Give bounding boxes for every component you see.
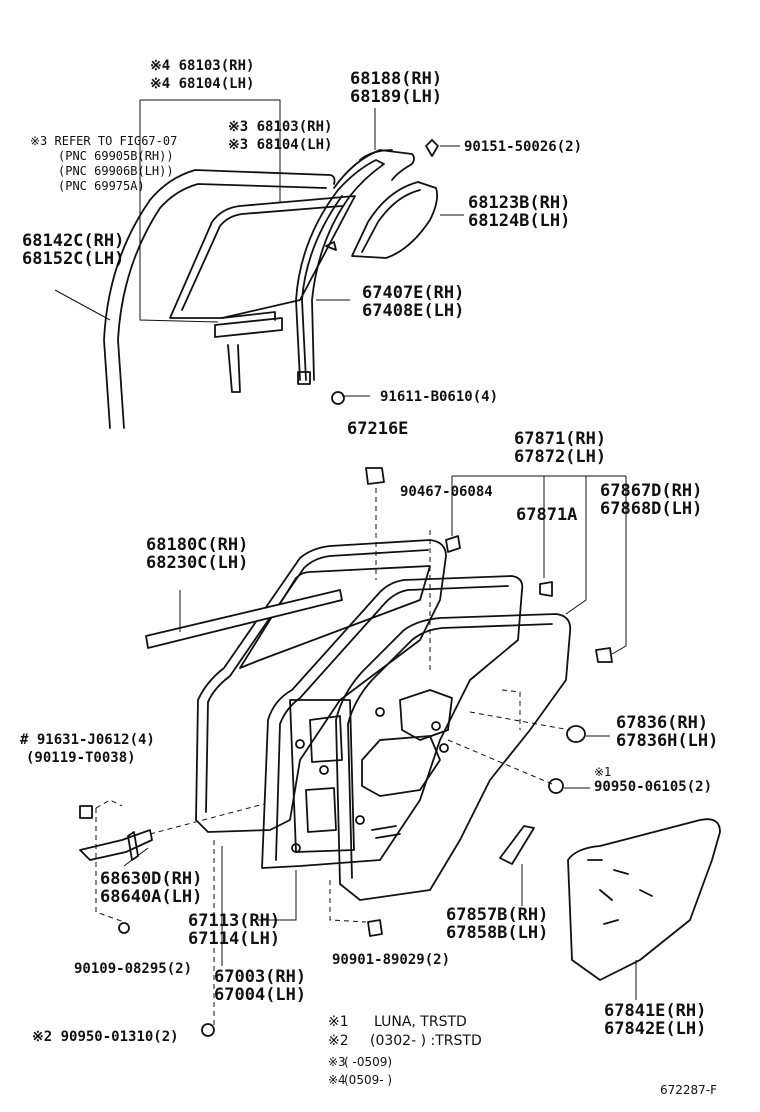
label-window-glass-ref4-lh: ※4 68104(LH) bbox=[150, 76, 254, 92]
footnote-3-mark: ※3 bbox=[328, 1055, 346, 1069]
label-hinge-rh: 68630D(RH) bbox=[100, 869, 202, 889]
label-weatherstrip-lower-rh: 67867D(RH) bbox=[600, 481, 702, 501]
label-quarter-glass-rh: 68123B(RH) bbox=[468, 193, 570, 213]
label-screw-top: 90151-50026(2) bbox=[464, 139, 582, 155]
footnote-1-mark: ※1 bbox=[328, 1014, 349, 1030]
door-panel-drawing bbox=[79, 467, 613, 1037]
label-weatherstrip-lower-lh: 67868D(LH) bbox=[600, 499, 702, 519]
service-hole-cover-drawing bbox=[499, 825, 535, 865]
label-frame-sash-lh: 67408E(LH) bbox=[362, 301, 464, 321]
footnote-1-text: LUNA, TRSTD bbox=[374, 1014, 467, 1030]
label-trim-board-lh: 67842E(LH) bbox=[604, 1019, 706, 1039]
trim-board-drawing bbox=[567, 818, 721, 981]
label-hinge-bolt-2: (90119-T0038) bbox=[26, 750, 136, 766]
footnote-2-mark: ※2 bbox=[328, 1033, 349, 1049]
label-weatherstrip-sub: 67871A bbox=[516, 505, 577, 525]
label-stopper: 67216E bbox=[347, 419, 408, 439]
label-cover-service-rh: 67857B(RH) bbox=[446, 905, 548, 925]
dashed-guides bbox=[95, 488, 571, 1026]
label-plug-hole-rh: 67836(RH) bbox=[616, 713, 708, 733]
label-run-channel-lh: 68152C(LH) bbox=[22, 249, 124, 269]
label-window-glass-ref4-rh: ※4 68103(RH) bbox=[150, 58, 254, 74]
label-run-channel-rh: 68142C(RH) bbox=[22, 231, 124, 251]
label-clip-top: 90467-06084 bbox=[400, 484, 493, 500]
label-quarter-glass-lh: 68124B(LH) bbox=[468, 211, 570, 231]
label-window-glass-ref3-rh: ※3 68103(RH) bbox=[228, 119, 332, 135]
label-inner-panel-lh: 67114(LH) bbox=[188, 929, 280, 949]
label-trim-board-rh: 67841E(RH) bbox=[604, 1001, 706, 1021]
label-bolt-sash: 91611-B0610(4) bbox=[380, 389, 498, 405]
label-clip-bottom: 90901-89029(2) bbox=[332, 952, 450, 968]
label-outer-belt-rh: 68180C(RH) bbox=[146, 535, 248, 555]
label-refer-note-2: (PNC 69905B(RH)) bbox=[58, 149, 174, 163]
figure-id: 672287-F bbox=[660, 1083, 717, 1097]
label-hinge-screw: 90109-08295(2) bbox=[74, 961, 192, 977]
label-weatherstrip-main-rh: 67871(RH) bbox=[514, 429, 606, 449]
label-frame-sash-rh: 67407E(RH) bbox=[362, 283, 464, 303]
label-hinge-lh: 68640A(LH) bbox=[100, 887, 202, 907]
part-labels: ※4 68103(RH) ※4 68104(LH) ※3 REFER TO FI… bbox=[20, 58, 718, 1045]
label-channel-front-rh: 68188(RH) bbox=[350, 69, 442, 89]
leader-lines bbox=[54, 99, 637, 1000]
label-door-panel-lh: 67004(LH) bbox=[214, 985, 306, 1005]
label-clip-ref1-part: 90950-06105(2) bbox=[594, 779, 712, 795]
window-glass-drawing bbox=[103, 139, 439, 429]
footnote-3-text: ( -0509) bbox=[344, 1055, 392, 1069]
label-channel-front-lh: 68189(LH) bbox=[350, 87, 442, 107]
label-hinge-bolt-1: # 91631-J0612(4) bbox=[20, 732, 155, 748]
footnote-2-text: (0302- ) :TRSTD bbox=[370, 1033, 482, 1049]
footnote-4-mark: ※4 bbox=[328, 1073, 346, 1087]
label-refer-note-1: ※3 REFER TO FIG67-07 bbox=[30, 134, 177, 148]
label-outer-belt-lh: 68230C(LH) bbox=[146, 553, 248, 573]
label-door-panel-rh: 67003(RH) bbox=[214, 967, 306, 987]
label-cover-service-lh: 67858B(LH) bbox=[446, 923, 548, 943]
label-weatherstrip-main-lh: 67872(LH) bbox=[514, 447, 606, 467]
label-window-glass-ref3-lh: ※3 68104(LH) bbox=[228, 137, 332, 153]
label-clip-ref1-mark: ※1 bbox=[594, 765, 611, 779]
label-refer-note-3: (PNC 69906B(LH)) bbox=[58, 164, 174, 178]
footnotes: ※1 LUNA, TRSTD ※2 (0302- ) :TRSTD ※3 ( -… bbox=[328, 1014, 717, 1097]
label-inner-panel-rh: 67113(RH) bbox=[188, 911, 280, 931]
label-grommet-ref2: ※2 90950-01310(2) bbox=[32, 1029, 179, 1045]
footnote-4-text: (0509- ) bbox=[344, 1073, 392, 1087]
label-refer-note-4: (PNC 69975A) bbox=[58, 179, 145, 193]
label-plug-hole-lh: 67836H(LH) bbox=[616, 731, 718, 751]
